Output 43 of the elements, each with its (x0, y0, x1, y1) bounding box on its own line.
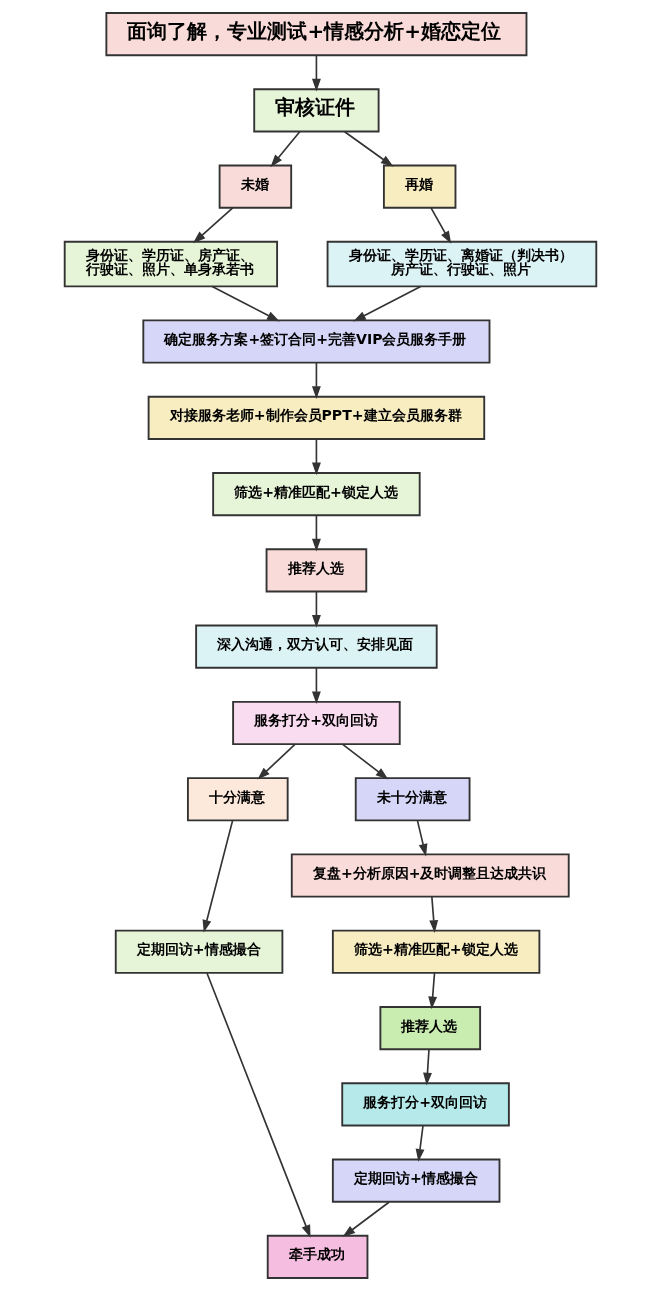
node-box: 定期回访+情感撮合 (331, 1158, 500, 1203)
arrow (269, 130, 301, 168)
arrow (311, 54, 321, 92)
node-box: 对接服务老师+制作会员PPT+建立会员服务群 (147, 395, 485, 440)
node-box: 推荐人选 (265, 548, 367, 593)
arrow (352, 285, 421, 322)
node-box: 身份证、学历证、离婚证（判决书）房产证、行驶证、照片 (326, 240, 597, 288)
arrow (342, 1201, 390, 1238)
arrow (311, 514, 321, 552)
arrow (341, 743, 388, 780)
node-box: 未十分满意 (354, 777, 470, 822)
node-box: 确定服务方案+签订合同+完善VIP会员服务手册 (141, 319, 490, 364)
node-box: 复盘+分析原因+及时调整且达成共识 (290, 853, 570, 898)
arrow (428, 896, 438, 933)
arrow (210, 285, 280, 322)
node-box: 再婚 (382, 164, 456, 209)
arrow (311, 438, 321, 476)
arrow (429, 207, 451, 244)
arrow (202, 819, 233, 933)
node-box: 筛选+精准匹配+锁定人选 (331, 929, 540, 974)
arrow (192, 207, 234, 244)
node-box: 审核证件 (252, 88, 380, 133)
arrow (205, 972, 311, 1238)
node-box: 推荐人选 (378, 1006, 481, 1051)
node-box: 服务打分+双向回访 (340, 1082, 510, 1127)
node-box: 筛选+精准匹配+锁定人选 (211, 472, 421, 517)
node-box: 身份证、学历证、房产证、行驶证、照片、单身承若书 (63, 240, 278, 288)
arrow (256, 743, 296, 780)
node-box: 定期回访+情感撮合 (114, 929, 283, 974)
arrow (311, 590, 321, 628)
node-box: 服务打分+双向回访 (231, 700, 401, 746)
arrow (311, 667, 321, 705)
arrow (427, 972, 437, 1010)
node-box: 未婚 (218, 164, 292, 209)
arrow (311, 362, 321, 399)
node-box: 深入沟通，双方认可、安排见面 (194, 624, 438, 669)
arrow (415, 1124, 424, 1162)
node-box: 面询了解，专业测试+情感分析+婚恋定位 (104, 12, 527, 57)
arrow (422, 1048, 432, 1086)
node-box: 十分满意 (186, 777, 289, 822)
arrow (416, 819, 427, 857)
arrow (343, 130, 393, 167)
node-box: 牵手成功 (266, 1234, 368, 1279)
